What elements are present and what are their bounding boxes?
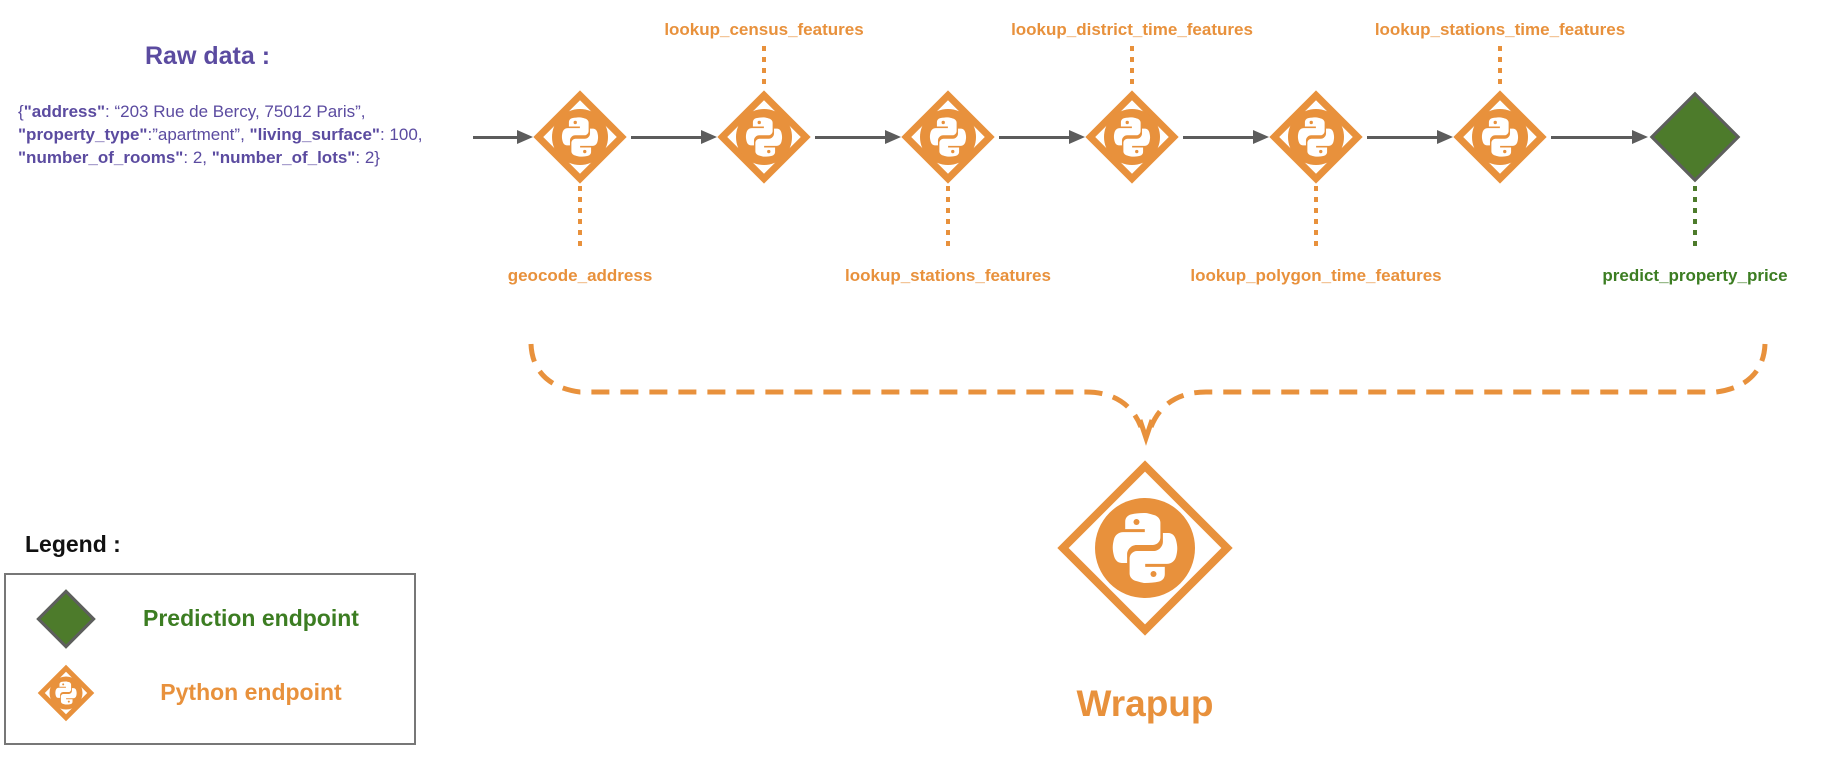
legend-item-prediction: Prediction endpoint: [6, 589, 418, 651]
python-icon: [552, 109, 608, 165]
python-logo-circle: [552, 109, 608, 165]
label-connector-predict_property_price: [1693, 186, 1697, 252]
flow-arrow-7: [1551, 130, 1648, 144]
json-text: {: [18, 102, 24, 121]
node-label-lookup_census_features: lookup_census_features: [664, 20, 864, 39]
python-logo-circle: [1104, 109, 1160, 165]
node-label-lookup_district_time_features: lookup_district_time_features: [1011, 20, 1253, 39]
prediction-diamond: [36, 589, 96, 649]
python-logo-circle: [736, 109, 792, 165]
flow-arrow-3: [815, 130, 901, 144]
python-node-lookup_stations_features: [900, 89, 996, 185]
flow-arrow-6: [1367, 130, 1453, 144]
json-text: : “203 Rue de Bercy, 75012 Paris”,: [105, 102, 366, 121]
python-node-lookup_census_features: [716, 89, 812, 185]
wrapup-brace-tip: [1137, 419, 1155, 446]
wrapup-brace-left: [528, 343, 1144, 428]
python-icon: [920, 109, 976, 165]
flow-arrow-1: [473, 130, 533, 144]
python-icon: [1288, 109, 1344, 165]
prediction-diamond: [1649, 91, 1741, 183]
flow-arrow-5: [1183, 130, 1269, 144]
raw-data-json: {"address": “203 Rue de Bercy, 75012 Par…: [18, 100, 438, 169]
python-logo-circle: [1472, 109, 1528, 165]
python-icon: [1104, 109, 1160, 165]
python-icon: [1095, 498, 1195, 598]
json-key: "address": [23, 102, 106, 121]
wrapup-brace-right: [1148, 343, 1768, 428]
python-icon: [736, 109, 792, 165]
wrapup-label: Wrapup: [1076, 683, 1214, 724]
node-label-lookup_stations_features: lookup_stations_features: [845, 266, 1051, 285]
json-key: "property_type": [18, 125, 148, 144]
raw-data-title: Raw data :: [145, 42, 271, 70]
legend-python-icon: [36, 663, 96, 723]
legend-prediction-icon: [36, 589, 96, 649]
json-key: "living_surface": [249, 125, 380, 144]
python-node-lookup_stations_time_features: [1452, 89, 1548, 185]
json-key: "number_of_lots": [211, 148, 356, 167]
wrapup-python-node: [1055, 458, 1235, 638]
python-logo-circle: [1095, 498, 1195, 598]
python-icon: [49, 676, 83, 710]
prediction-node-predict_property_price: [1647, 89, 1743, 185]
python-node-lookup_polygon_time_features: [1268, 89, 1364, 185]
legend-item-label: Prediction endpoint: [143, 605, 359, 631]
label-connector-lookup_district_time_features: [1130, 46, 1134, 88]
json-text: : 2,: [183, 148, 212, 167]
node-label-predict_property_price: predict_property_price: [1602, 266, 1788, 285]
json-text: : 100,: [379, 125, 423, 144]
label-connector-lookup_census_features: [762, 46, 766, 88]
raw-data-json-line-3: "number_of_rooms": 2, "number_of_lots": …: [18, 146, 438, 169]
raw-data-json-line-1: {"address": “203 Rue de Bercy, 75012 Par…: [18, 100, 438, 123]
legend-item-label: Python endpoint: [160, 679, 342, 705]
node-label-lookup_stations_time_features: lookup_stations_time_features: [1374, 20, 1626, 39]
python-logo-circle: [920, 109, 976, 165]
label-connector-geocode_address: [578, 186, 582, 252]
json-text: :”apartment”,: [147, 125, 250, 144]
legend-title: Legend :: [25, 531, 121, 557]
legend-item-python: Python endpoint: [6, 663, 418, 725]
label-connector-lookup_polygon_time_features: [1314, 186, 1318, 252]
python-node-geocode_address: [532, 89, 628, 185]
json-key: "number_of_rooms": [18, 148, 184, 167]
flow-arrow-4: [999, 130, 1085, 144]
label-connector-lookup_stations_features: [946, 186, 950, 252]
legend-box: Prediction endpoint Python endpoint: [4, 573, 416, 745]
flow-arrow-2: [631, 130, 717, 144]
python-icon: [1472, 109, 1528, 165]
raw-data-json-line-2: "property_type":”apartment”, "living_sur…: [18, 123, 438, 146]
node-label-lookup_polygon_time_features: lookup_polygon_time_features: [1190, 266, 1442, 285]
label-connector-lookup_stations_time_features: [1498, 46, 1502, 88]
python-node-lookup_district_time_features: [1084, 89, 1180, 185]
json-text: : 2}: [355, 148, 380, 167]
python-logo-circle: [49, 676, 83, 710]
node-label-geocode_address: geocode_address: [507, 266, 653, 285]
python-logo-circle: [1288, 109, 1344, 165]
